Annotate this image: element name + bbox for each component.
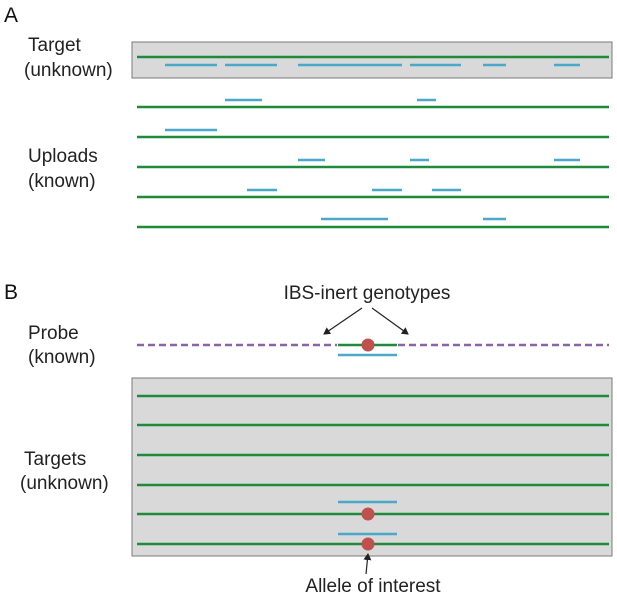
target-label-line2: (unknown) <box>24 60 113 81</box>
probe-label-line1: Probe <box>28 323 79 344</box>
uploads-label-line1: Uploads <box>28 146 98 167</box>
targets-label-line2: (unknown) <box>20 473 109 494</box>
targets-label-line1: Targets <box>24 449 86 470</box>
annotation-arrow-left <box>323 307 363 335</box>
allele-arrow <box>363 553 372 575</box>
targets-box <box>131 377 613 557</box>
panel-a-letter: A <box>4 4 18 27</box>
probe-label-line2: (known) <box>28 347 96 368</box>
panel-b-letter: B <box>4 281 18 304</box>
target-box <box>131 41 613 79</box>
probe-allele-dot <box>361 338 375 352</box>
upload-tracks <box>137 98 609 229</box>
target-allele-dot <box>361 537 375 551</box>
allele-annotation: Allele of interest <box>305 576 441 597</box>
target-label-line1: Target <box>28 35 82 56</box>
annotation-arrow-right <box>371 307 409 335</box>
uploads-label-line2: (known) <box>28 171 96 192</box>
target-allele-dot <box>361 507 375 521</box>
ibs-inert-annotation: IBS-inert genotypes <box>284 283 451 304</box>
